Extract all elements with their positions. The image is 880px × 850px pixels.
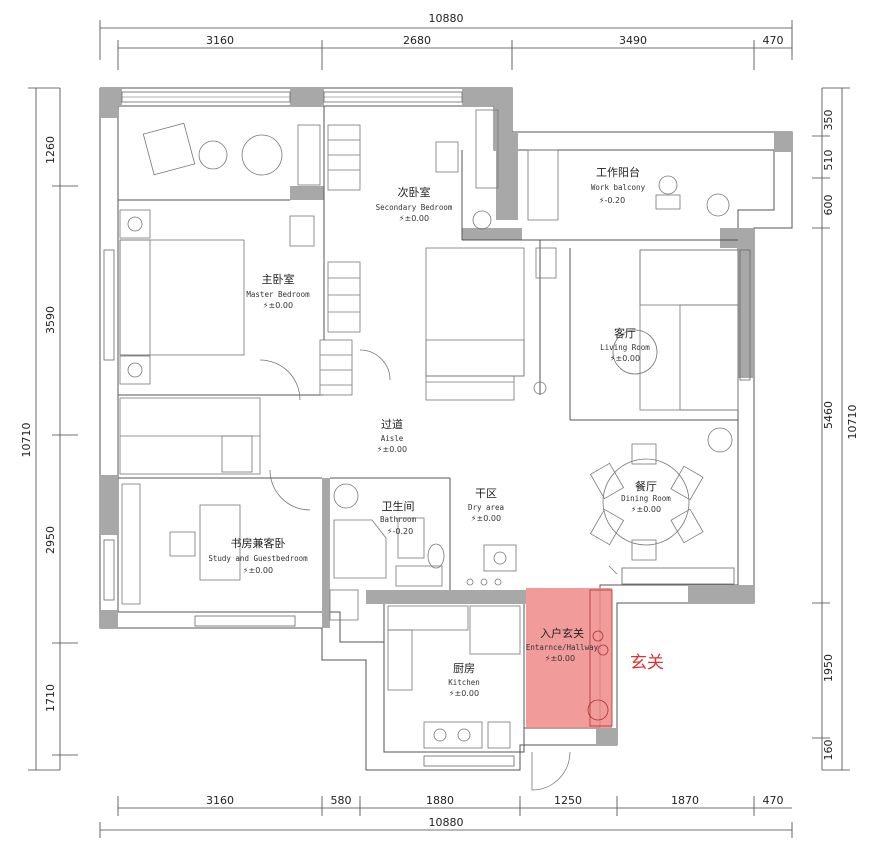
dim-right-6: 160 [822,740,835,761]
entrance-furniture [587,589,613,727]
dim-left-3: 2950 [44,526,57,554]
level-marker-icon: ⚡ [449,689,455,698]
svg-text:⚡±0.00: ⚡±0.00 [243,566,273,575]
svg-text:工作阳台: 工作阳台 [596,165,640,179]
dim-bottom-2: 580 [331,794,352,807]
level-marker-icon: ⚡ [387,527,393,536]
dim-bottom-3: 1880 [426,794,454,807]
dim-top-3: 3490 [619,34,647,47]
svg-text:⚡±0.00: ⚡±0.00 [449,689,479,698]
room-label-work-balcony: 工作阳台 Work balcony ⚡-0.20 [591,165,646,205]
level-marker-icon: ⚡ [599,196,605,205]
dim-right-1: 350 [822,110,835,131]
furniture [119,109,739,791]
svg-text:书房兼客卧: 书房兼客卧 [231,536,286,550]
svg-text:客厅: 客厅 [614,326,636,340]
level-marker-icon: ⚡ [263,301,269,310]
walls [99,87,793,771]
svg-text:餐厅: 餐厅 [635,479,657,493]
svg-text:Dry area: Dry area [468,503,504,512]
level-marker-icon: ⚡ [399,214,405,223]
level-marker-icon: ⚡ [243,566,249,575]
room-label-kitchen: 厨房 Kitchen ⚡±0.00 [448,662,480,698]
room-label-entrance: 入户玄关 Entarnce/Hallway ⚡±0.00 [526,626,599,663]
dimension-lines [28,20,850,838]
dim-right-total: 10710 [846,405,859,440]
svg-text:Dining Room: Dining Room [621,494,671,503]
room-label-study: 书房兼客卧 Study and Guestbedroom ⚡±0.00 [208,536,308,575]
dim-top-4: 470 [763,34,784,47]
svg-text:Entarnce/Hallway: Entarnce/Hallway [526,643,599,652]
room-label-dining-room: 餐厅 Dining Room ⚡±0.00 [621,479,671,514]
svg-text:⚡±0.00: ⚡±0.00 [610,354,640,363]
level-marker-icon: ⚡ [545,654,551,663]
dim-bottom-4: 1250 [554,794,582,807]
svg-text:⚡±0.00: ⚡±0.00 [377,445,407,454]
svg-text:过道: 过道 [381,417,403,431]
svg-text:Master Bedroom: Master Bedroom [246,290,310,299]
svg-text:Living Room: Living Room [600,343,650,352]
dim-bottom-total: 10880 [429,816,464,829]
dim-top-total: 10880 [429,12,464,25]
dim-left-2: 3590 [44,306,57,334]
dim-left-4: 1710 [44,684,57,712]
room-label-master-bedroom: 主卧室 Master Bedroom ⚡±0.00 [246,272,310,310]
dim-left-1: 1260 [44,136,57,164]
level-marker-icon: ⚡ [377,445,383,454]
svg-text:厨房: 厨房 [453,662,475,675]
dim-right-4: 5460 [822,401,835,429]
svg-text:⚡±0.00: ⚡±0.00 [631,505,661,514]
room-label-bathroom: 卫生间 Bathroom ⚡-0.20 [380,499,417,536]
svg-text:入户玄关: 入户玄关 [540,626,584,640]
dim-bottom-5: 1870 [671,794,699,807]
svg-text:⚡-0.20: ⚡-0.20 [387,527,413,536]
partitions [118,106,738,752]
dim-bottom-6: 470 [763,794,784,807]
svg-text:⚡±0.00: ⚡±0.00 [471,514,501,523]
dim-top-2: 2680 [403,34,431,47]
svg-text:次卧室: 次卧室 [398,185,431,199]
svg-text:Aisle: Aisle [381,434,404,443]
room-label-living-room: 客厅 Living Room ⚡±0.00 [600,326,650,363]
room-label-secondary-bedroom: 次卧室 Secondary Bedroom ⚡±0.00 [376,185,453,223]
svg-text:⚡-0.20: ⚡-0.20 [599,196,625,205]
svg-text:干区: 干区 [475,487,497,500]
svg-text:Work balcony: Work balcony [591,183,646,192]
entrance-annotation: 玄关 [630,653,664,673]
svg-text:Secondary Bedroom: Secondary Bedroom [376,203,453,212]
dim-top-1: 3160 [206,34,234,47]
room-label-dry-area: 干区 Dry area ⚡±0.00 [468,487,504,523]
dim-right-2: 510 [822,150,835,171]
dim-left-total: 10710 [20,423,33,458]
svg-text:卫生间: 卫生间 [382,499,415,513]
svg-text:⚡±0.00: ⚡±0.00 [263,301,293,310]
dim-right-5: 1950 [822,654,835,682]
room-label-aisle: 过道 Aisle ⚡±0.00 [377,417,407,454]
level-marker-icon: ⚡ [471,514,477,523]
svg-text:Study and Guestbedroom: Study and Guestbedroom [208,554,308,563]
level-marker-icon: ⚡ [631,505,637,514]
svg-text:主卧室: 主卧室 [262,272,295,286]
level-marker-icon: ⚡ [610,354,616,363]
entrance-highlight [526,588,612,728]
svg-text:Bathroom: Bathroom [380,515,417,524]
dim-right-3: 600 [822,195,835,216]
svg-text:Kitchen: Kitchen [448,678,480,687]
svg-text:⚡±0.00: ⚡±0.00 [399,214,429,223]
svg-text:⚡±0.00: ⚡±0.00 [545,654,575,663]
dim-bottom-1: 3160 [206,794,234,807]
